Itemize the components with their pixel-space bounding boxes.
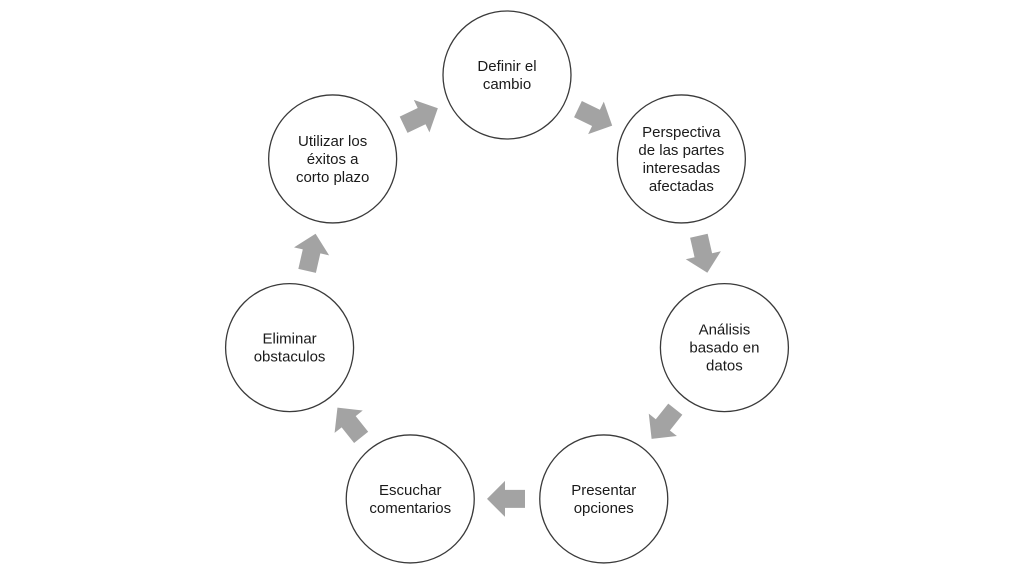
step-label-line: datos <box>706 358 743 375</box>
cycle-arrow-icon <box>399 99 438 133</box>
step-label-line: Análisis <box>699 322 751 339</box>
step-circle <box>616 94 746 224</box>
step-label-line: Perspectiva <box>642 124 721 141</box>
cycle-arrow-icon <box>334 407 369 443</box>
step-circle <box>659 282 790 413</box>
step-label-line: comentarios <box>369 500 451 517</box>
step-label-line: Presentar <box>571 482 636 499</box>
step-label-line: afectadas <box>649 178 714 195</box>
step-label-line: éxitos a <box>307 151 359 168</box>
cycle-arrow-icon <box>294 233 330 273</box>
step-label-line: de las partes <box>638 142 724 159</box>
step-label-line: Escuchar <box>379 482 442 499</box>
step-label-line: cambio <box>483 76 531 93</box>
step-label-line: interesadas <box>643 160 721 177</box>
step-circle <box>442 10 572 140</box>
cycle-arrow-icon <box>685 233 721 273</box>
cycle-arrow-icon <box>487 480 525 517</box>
cycle-arrow-icon <box>648 403 683 439</box>
step-label-line: opciones <box>574 500 634 517</box>
step-circle <box>268 94 398 224</box>
step-circle <box>345 434 475 564</box>
step-circle <box>224 282 355 413</box>
step-label-line: corto plazo <box>296 169 369 186</box>
step-label-line: Eliminar <box>262 331 316 348</box>
cycle-arrow-icon <box>574 101 613 135</box>
step-label-line: Utilizar los <box>298 133 367 150</box>
step-circle <box>539 434 669 564</box>
step-label-line: basado en <box>689 340 759 357</box>
step-label-line: Definir el <box>477 58 536 75</box>
step-label-line: obstaculos <box>254 349 326 366</box>
